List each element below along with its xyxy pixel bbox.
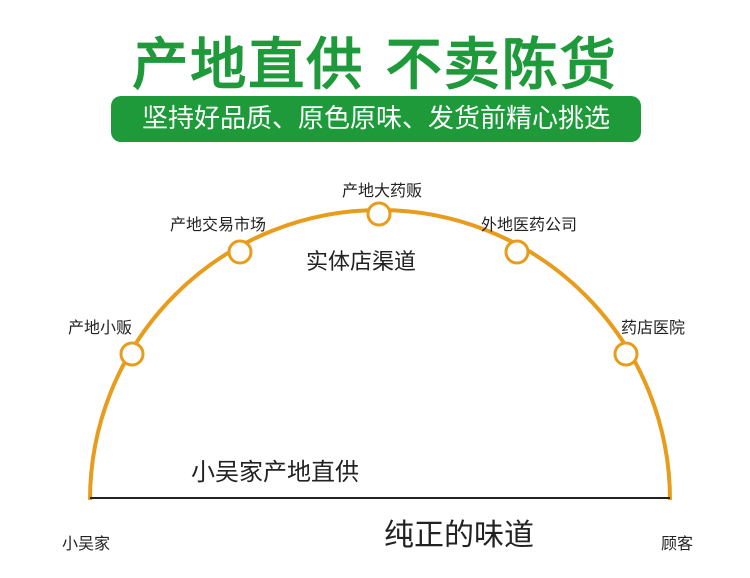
label-big-dealer: 产地大药贩 — [342, 181, 423, 200]
end-label: 顾客 — [661, 534, 694, 553]
label-local-vendor: 产地小贩 — [68, 318, 133, 337]
node-local-market — [227, 239, 253, 265]
channel-inner-label: 实体店渠道 — [306, 250, 417, 275]
label-pharmacy-hospital: 药店医院 — [621, 318, 686, 337]
node-big-dealer — [366, 201, 392, 227]
start-label: 小吴家 — [62, 534, 111, 553]
slogan-banner: 坚持好品质、原色原味、发货前精心挑选 — [111, 96, 641, 142]
bottom-slogan: 纯正的味道 — [384, 518, 534, 553]
node-pharma-company — [504, 239, 530, 265]
node-local-vendor — [119, 341, 145, 367]
headline: 产地直供 不卖陈货 — [132, 33, 618, 98]
label-local-market: 产地交易市场 — [170, 215, 267, 234]
label-pharma-company: 外地医药公司 — [481, 215, 578, 234]
direct-supply-label: 小吴家产地直供 — [191, 458, 359, 486]
node-pharmacy-hospital — [613, 341, 639, 367]
